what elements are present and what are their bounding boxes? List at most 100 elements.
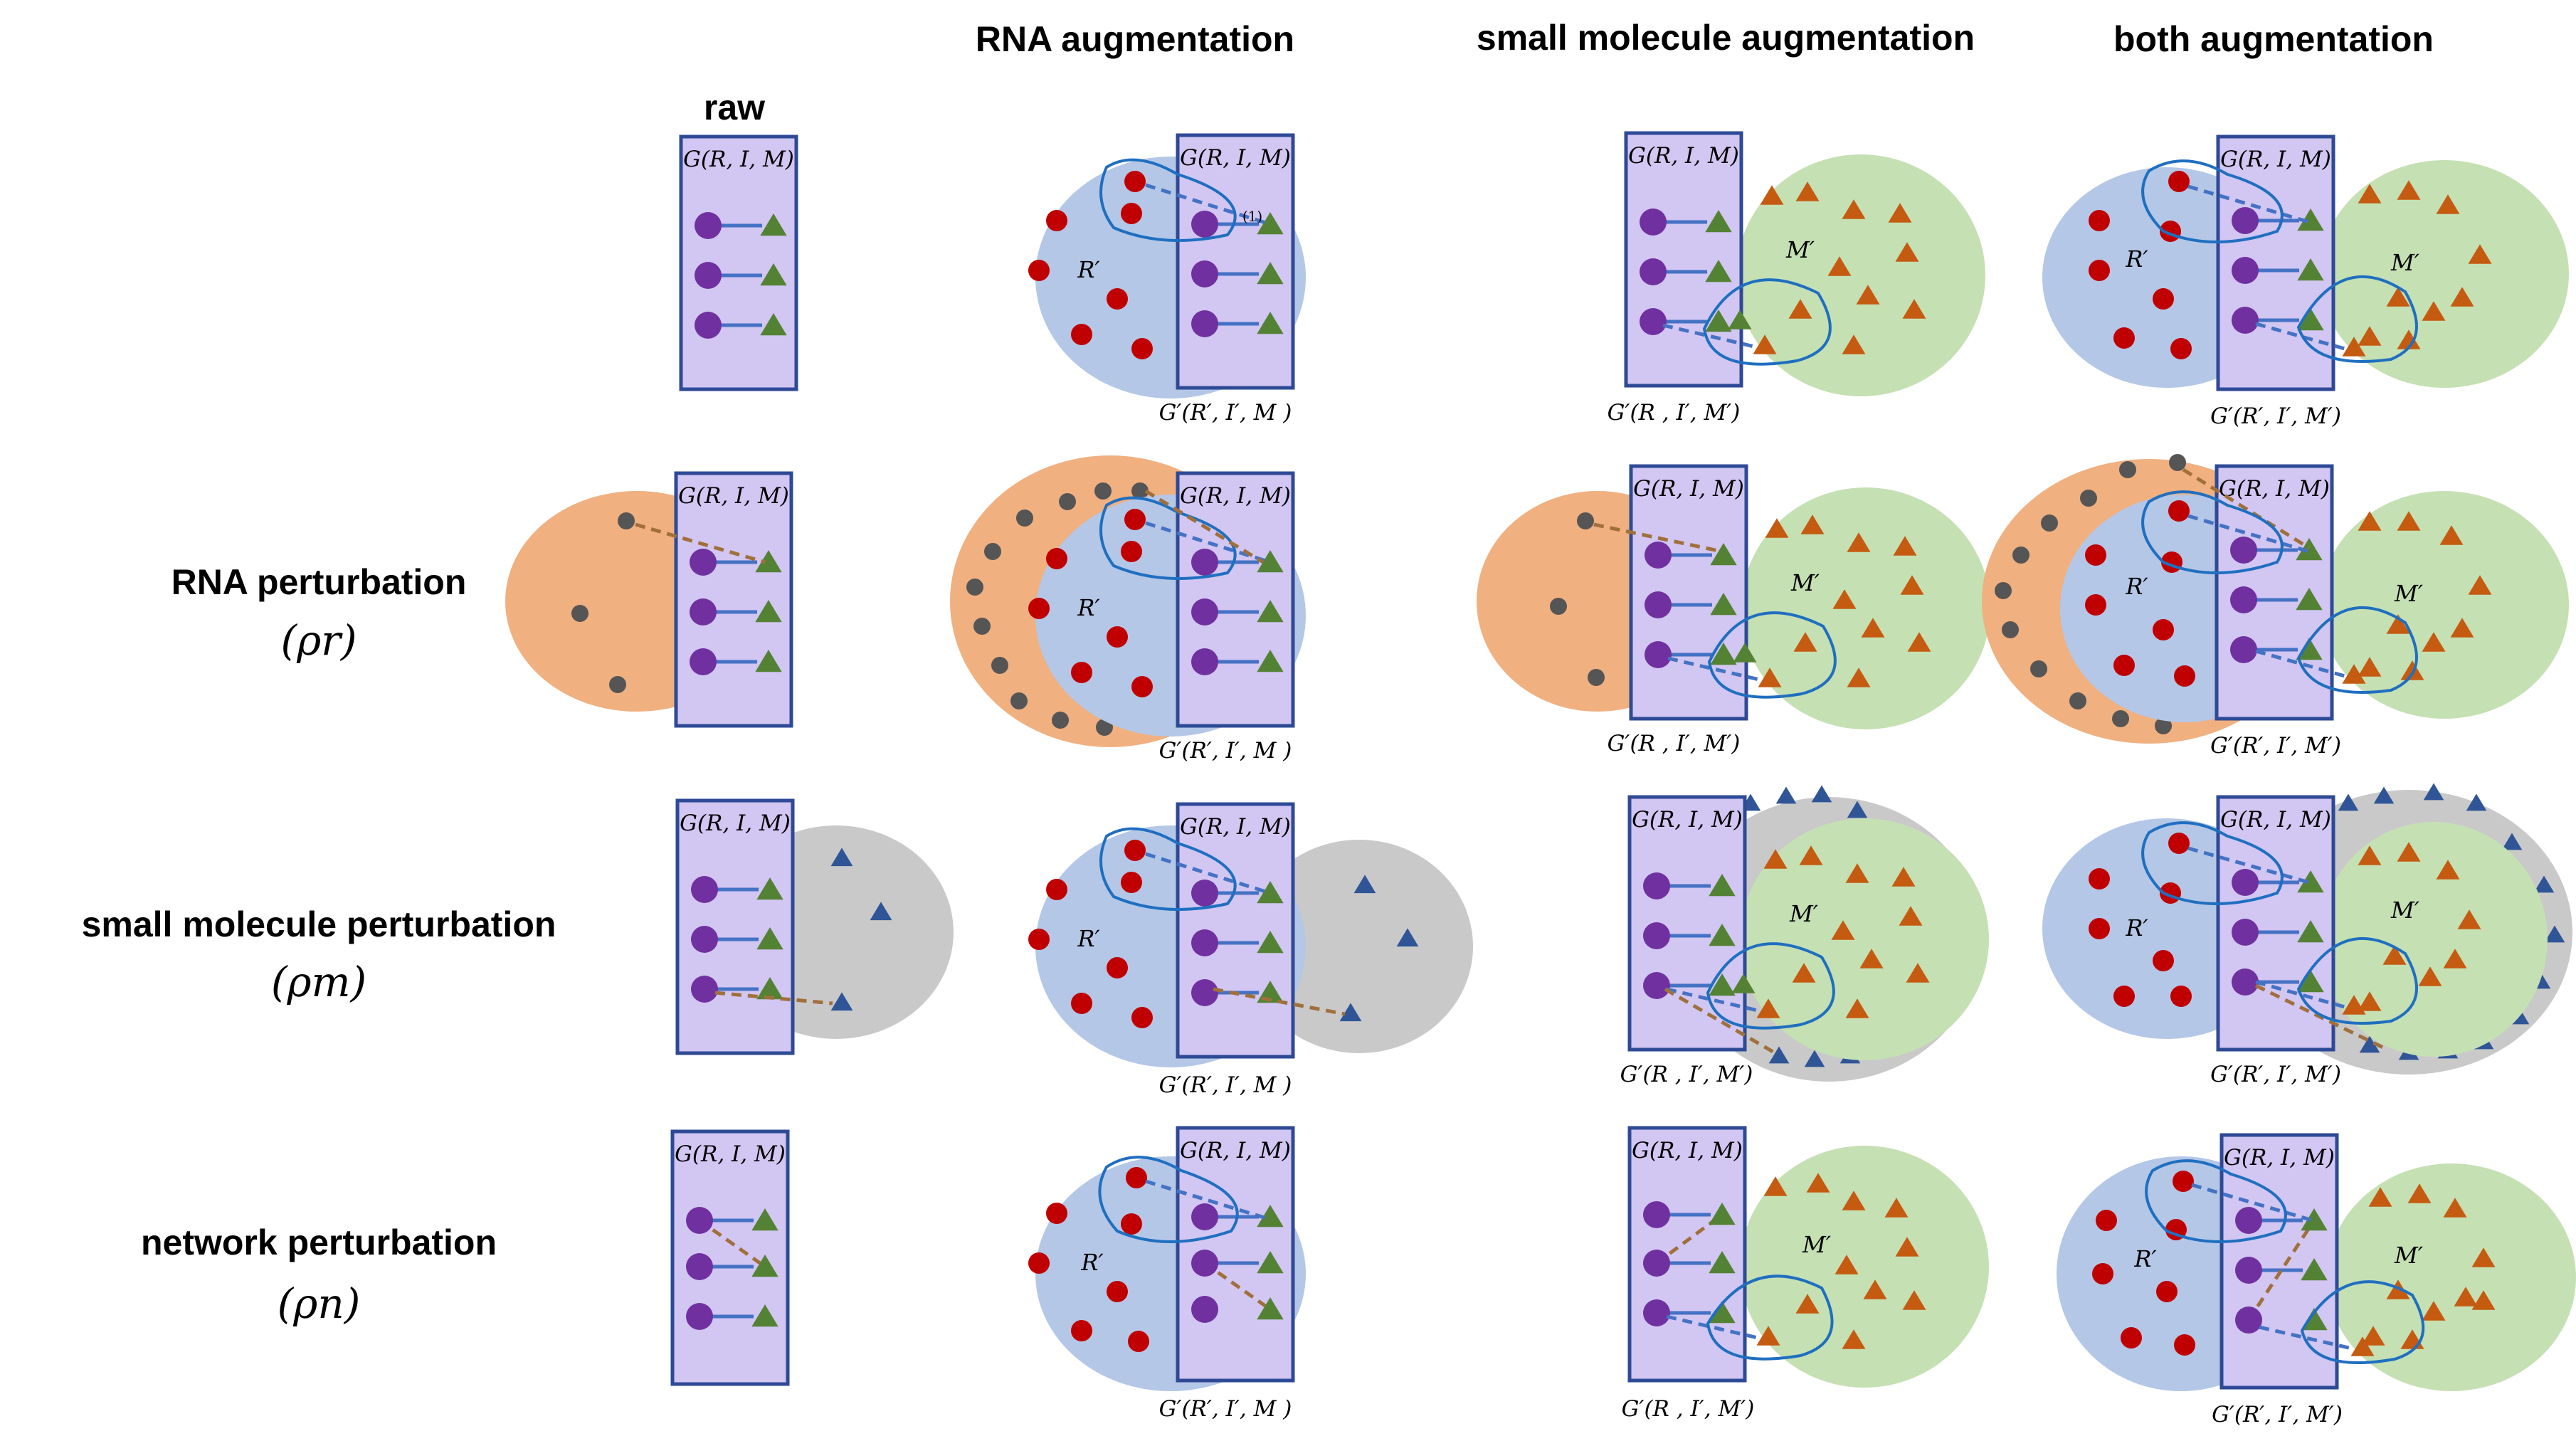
green-triangle (1709, 1251, 1736, 1274)
graph-box (1624, 131, 1743, 388)
gray-perturbed-rna-node (1016, 510, 1033, 527)
blue-perturbed-molecule-triangle (1775, 786, 1797, 804)
selection-loop (1099, 827, 1237, 911)
g-prime-both-label: G′(R′, I′, M′) (2210, 403, 2341, 429)
purple-node (1643, 1250, 1670, 1277)
purple-node (690, 598, 717, 626)
green-triangle (751, 1208, 778, 1231)
graph-label: G(R, I, M) (2220, 807, 2331, 833)
orange-molecule-triangle (2361, 1326, 2385, 1346)
graph-box (1176, 471, 1295, 728)
panel-small-molecule-augmentation: M′G(R, I, M)G′(R , I′, M′) (1608, 131, 1985, 426)
graph-label: G(R, I, M) (678, 483, 789, 509)
graph-label: G(R, I, M) (1180, 483, 1291, 509)
panel-small-molecule-perturbation-rna-augmentation: R′G(R, I, M)G′(R′, I′, M ) (1028, 802, 1473, 1098)
purple-node (1191, 979, 1218, 1006)
green-triangle (1710, 543, 1737, 566)
orange-molecule-triangle (1907, 632, 1931, 652)
gray-perturbed-rna-node (966, 579, 983, 596)
perturbation-edge (1664, 987, 1777, 1055)
red-rna-node (2089, 260, 2110, 281)
green-triangle (756, 927, 783, 950)
g-prime-rna-label: G′(R′, I′, M ) (1159, 1396, 1292, 1422)
blue-perturbed-molecule-triangle (1847, 801, 1868, 818)
purple-node (1191, 260, 1218, 287)
orange-molecule-triangle (1842, 199, 1866, 219)
orange-molecule-triangle (1884, 1198, 1909, 1218)
purple-node (690, 549, 717, 576)
red-rna-node (1107, 957, 1128, 978)
panel-grid: G(R, I, M)R′G(R, I, M)(1)G′(R′, I′, M )M… (505, 131, 2576, 1427)
purple-node (1643, 872, 1670, 899)
purple-node (2230, 537, 2257, 564)
orange-molecule-triangle (1895, 242, 1919, 262)
purple-node (695, 312, 722, 339)
orange-molecule-triangle (2386, 614, 2410, 634)
blue-perturbed-molecule-triangle (2533, 875, 2555, 893)
gray-perturbed-rna-node (1131, 482, 1149, 500)
panel-rna-augmentation: R′G(R, I, M)(1)G′(R′, I′, M ) (1028, 133, 1306, 426)
gray-perturbed-rna-node (1010, 692, 1028, 709)
panel-network-perturbation-rna-augmentation: R′G(R, I, M)G′(R′, I′, M ) (1028, 1126, 1306, 1422)
orange-molecule-triangle (1763, 849, 1788, 869)
row-label-network-perturbation: network perturbation (141, 1223, 497, 1262)
green-triangle (2297, 258, 2324, 281)
green-triangle (1710, 593, 1737, 616)
orange-molecule-triangle (2436, 860, 2460, 880)
g-prime-sm-label: G′(R , I′, M′) (1608, 400, 1741, 426)
blue-perturbed-molecule-triangle (1339, 1003, 1362, 1022)
green-triangle (1257, 550, 1284, 573)
graph-box (1629, 464, 1748, 721)
augmented-edge (2191, 1183, 2313, 1223)
graph-box (679, 134, 798, 391)
blue-perturbed-molecule-triangle (2373, 786, 2395, 804)
purple-node (695, 262, 722, 289)
orange-molecule-triangle (2397, 180, 2421, 200)
g-prime-rna-label: G′(R′, I′, M ) (1159, 1072, 1292, 1098)
r-prime-label: R′ (2125, 914, 2148, 941)
red-rna-node (1124, 171, 1146, 192)
header-rna-augmentation: RNA augmentation (976, 19, 1294, 59)
orange-molecule-triangle (1758, 667, 1782, 687)
orange-molecule-triangle (1795, 1294, 1820, 1314)
header-raw: raw (704, 88, 765, 127)
molecule-set-ellipse (1740, 818, 1989, 1060)
graph-label: G(R, I, M) (2224, 1145, 2335, 1171)
orange-molecule-triangle (2471, 1247, 2496, 1267)
green-triangle (1709, 1203, 1736, 1225)
orange-molecule-triangle (2422, 301, 2446, 321)
orange-molecule-triangle (2368, 1187, 2392, 1207)
green-triangle (1257, 312, 1284, 334)
orange-molecule-triangle (2418, 966, 2442, 986)
augmented-edge (2187, 846, 2310, 885)
row-sublabel-rho-m: (ρm) (271, 958, 366, 1006)
orange-molecule-triangle (2422, 632, 2446, 652)
green-triangle (2296, 588, 2323, 611)
perturbation-edge (1213, 987, 1346, 1016)
purple-node (691, 976, 718, 1003)
red-rna-node (1128, 1331, 1149, 1352)
panel-both-augmentation: R′M′G(R, I, M)G′(R′, I′, M′) (2042, 134, 2569, 429)
g-prime-rna-label: G′(R′, I′, M ) (1159, 738, 1292, 764)
green-triangle (2297, 870, 2324, 893)
red-rna-node (2113, 986, 2135, 1007)
rewired-edge (1203, 1261, 1272, 1311)
augmented-edge (1145, 1179, 1267, 1220)
graph-label: G(R, I, M) (1628, 143, 1739, 169)
graph-box (675, 798, 795, 1055)
g-prime-both-label: G′(R′, I′, M′) (2210, 733, 2341, 759)
purple-node (1191, 1250, 1218, 1277)
red-rna-node (2113, 327, 2135, 349)
molecule-set-ellipse (2320, 160, 2569, 388)
red-rna-node (2092, 1263, 2113, 1284)
graph-box (1627, 795, 1747, 1052)
orange-molecule-triangle (1753, 334, 1777, 354)
green-triangle (755, 650, 782, 672)
r-prime-label: R′ (2125, 246, 2148, 273)
perturbation-edge (2182, 468, 2311, 550)
graph-label: G(R, I, M) (680, 811, 791, 836)
panel-small-molecule-perturbation-both-augmentation: R′M′G(R, I, M)G′(R′, I′, M′) (2042, 783, 2572, 1087)
gray-perturbed-rna-node (1577, 512, 1594, 529)
row-label-small-molecule-perturbation: small molecule perturbation (82, 904, 556, 944)
orange-molecule-triangle (1842, 1191, 1866, 1210)
